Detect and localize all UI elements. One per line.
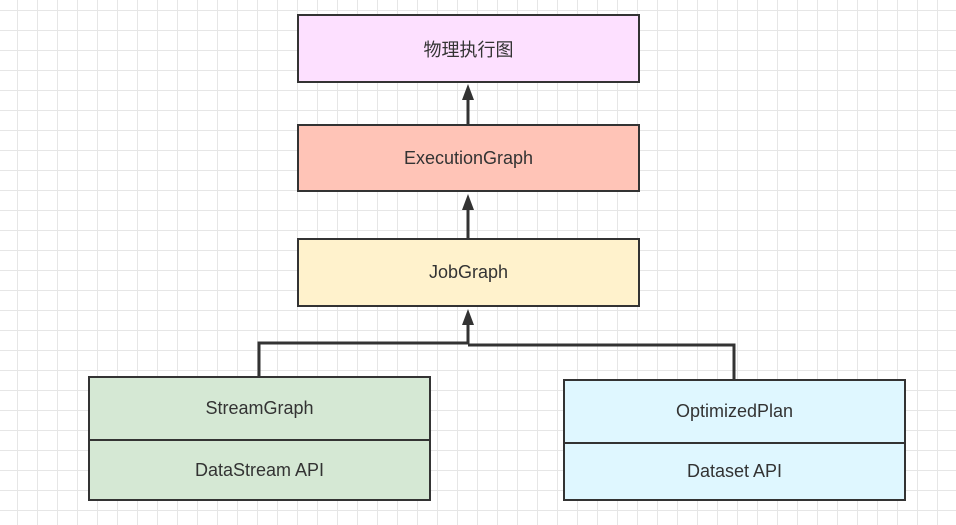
dataset-api-label: Dataset API: [686, 461, 783, 481]
arrowhead-icon: [462, 194, 474, 210]
edge-optimized-to-job: [468, 343, 736, 379]
edge-stream-to-job: [257, 341, 468, 376]
stream-graph-header: StreamGraph: [90, 378, 429, 441]
physical-graph-label: 物理执行图: [423, 39, 514, 60]
execution-graph-node: ExecutionGraph: [297, 124, 640, 192]
job-graph-node: JobGraph: [297, 238, 640, 307]
arrowhead-icon: [462, 84, 474, 100]
datastream-api-label: DataStream API: [194, 459, 325, 480]
optimized-plan-header: OptimizedPlan: [565, 381, 904, 444]
edge-merge-into-job: [462, 309, 474, 344]
stream-graph-label: StreamGraph: [205, 398, 314, 418]
edge-execution-to-physical: [462, 84, 474, 124]
arrowhead-icon: [462, 309, 474, 325]
physical-graph-node: 物理执行图: [297, 14, 640, 83]
job-graph-label: JobGraph: [428, 262, 509, 282]
datastream-api-row: DataStream API: [90, 441, 429, 499]
optimized-plan-label: OptimizedPlan: [675, 401, 794, 421]
execution-graph-label: ExecutionGraph: [403, 147, 534, 168]
stream-graph-node: StreamGraph DataStream API: [88, 376, 431, 501]
dataset-api-row: Dataset API: [565, 444, 904, 499]
edge-job-to-execution: [462, 194, 474, 238]
optimized-plan-node: OptimizedPlan Dataset API: [563, 379, 906, 501]
